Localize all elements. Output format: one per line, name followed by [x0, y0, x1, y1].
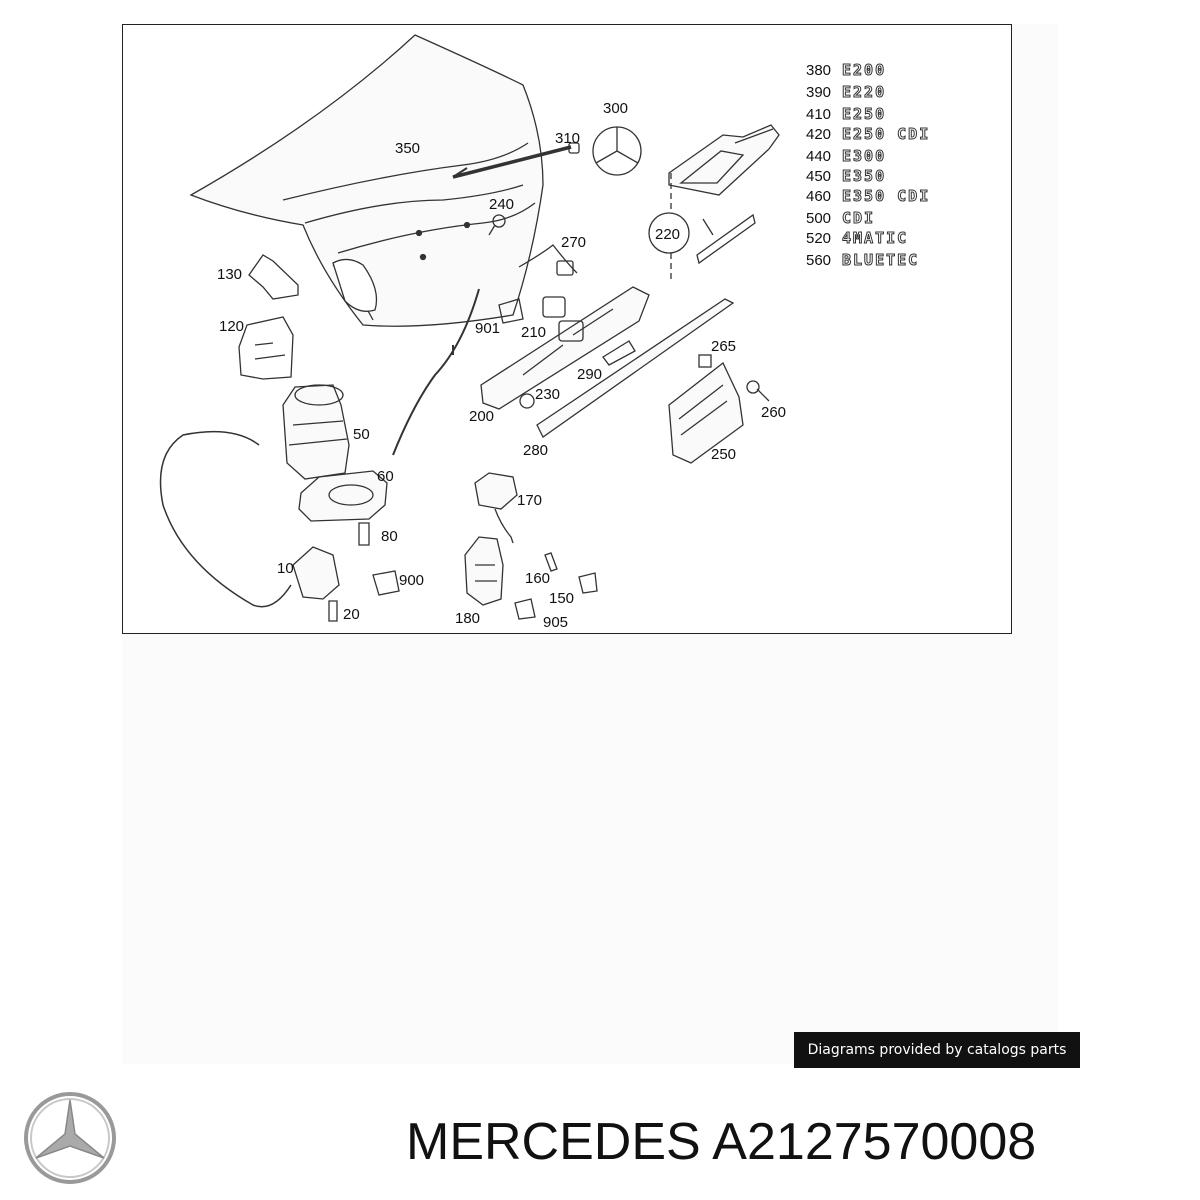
variant-badge: E200 [841, 61, 887, 80]
variant-row: 450 E350 [806, 167, 886, 187]
callout-270: 270 [561, 234, 587, 251]
product-title: MERCEDES A2127570008 [406, 1112, 1036, 1172]
callout-290: 290 [577, 366, 603, 383]
variant-row: 520 4MATIC [806, 229, 908, 249]
parts-diagram: 350 310 300 240 220 270 130 120 901 210 … [122, 24, 1012, 634]
callout-10: 10 [277, 560, 294, 577]
variant-row: 380 E200 [806, 61, 886, 81]
callout-240: 240 [489, 196, 515, 213]
brand-name: MERCEDES [406, 1113, 701, 1171]
variant-badge: E250 CDI [841, 125, 931, 144]
callout-310: 310 [555, 130, 581, 147]
mercedes-star-icon [24, 1092, 116, 1184]
callout-900: 900 [399, 572, 425, 589]
callout-60: 60 [377, 468, 394, 485]
variant-badge: E220 [841, 83, 887, 102]
variant-number: 440 [806, 148, 832, 165]
callout-220: 220 [655, 226, 681, 243]
callout-200: 200 [469, 408, 495, 425]
variant-row: 560 BLUETEC [806, 251, 919, 271]
exploded-view-drawing [159, 34, 780, 622]
callout-350: 350 [395, 140, 421, 157]
variant-row: 500 CDI [806, 209, 875, 229]
variant-number: 380 [806, 62, 832, 79]
variant-number: 420 [806, 126, 832, 143]
variant-number: 450 [806, 168, 832, 185]
variant-row: 440 E300 [806, 147, 886, 167]
trunk-handle-recess [332, 258, 378, 312]
variant-number: 410 [806, 106, 832, 123]
variant-number: 460 [806, 188, 832, 205]
variant-number: 560 [806, 252, 832, 269]
callout-80: 80 [381, 528, 398, 545]
variant-row: 410 E250 [806, 105, 886, 125]
callout-901: 901 [475, 320, 501, 337]
callout-160: 160 [525, 570, 551, 587]
variant-badge: CDI [841, 209, 876, 228]
variant-row: 390 E220 [806, 83, 886, 103]
callout-20: 20 [343, 606, 360, 623]
callout-170: 170 [517, 492, 543, 509]
callout-120: 120 [219, 318, 245, 335]
variant-number: 390 [806, 84, 832, 101]
callout-300: 300 [603, 100, 629, 117]
variant-badge: E350 [841, 167, 887, 186]
variant-badge: E300 [841, 147, 887, 166]
callout-905: 905 [543, 614, 569, 631]
callout-265: 265 [711, 338, 737, 355]
variant-badge: E350 CDI [841, 187, 931, 206]
variant-row: 460 E350 CDI [806, 187, 930, 207]
variant-badge: BLUETEC [841, 251, 920, 270]
variant-row: 420 E250 CDI [806, 125, 930, 145]
callout-250: 250 [711, 446, 737, 463]
variant-number: 520 [806, 230, 832, 247]
callout-280: 280 [523, 442, 549, 459]
callout-210: 210 [521, 324, 547, 341]
callout-150: 150 [549, 590, 575, 607]
part-number: A2127570008 [712, 1113, 1037, 1171]
callout-230: 230 [535, 386, 561, 403]
callout-260: 260 [761, 404, 787, 421]
variant-badge: E250 [841, 105, 887, 124]
diagram-credit-banner: Diagrams provided by catalogs parts [794, 1032, 1080, 1068]
variant-number: 500 [806, 210, 832, 227]
callout-50: 50 [353, 426, 370, 443]
callout-180: 180 [455, 610, 481, 627]
callout-130: 130 [217, 266, 243, 283]
variant-badge: 4MATIC [841, 229, 909, 248]
